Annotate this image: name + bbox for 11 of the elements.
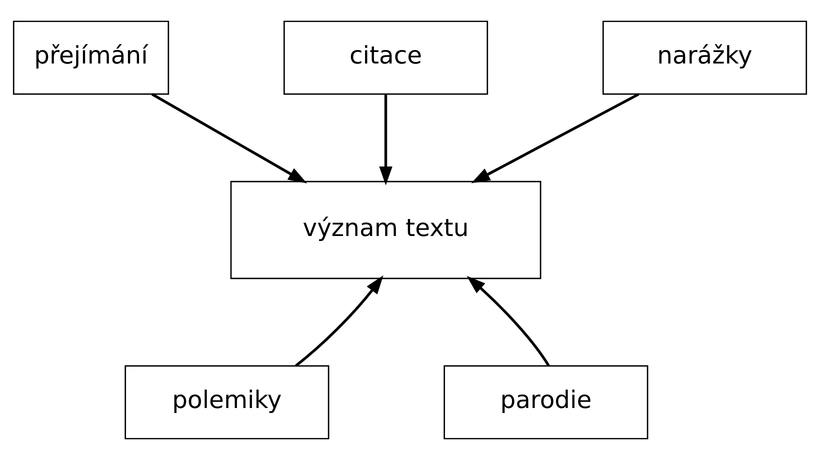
node-box: citace [283,20,488,94]
arrow [295,274,384,366]
node-box: polemiky [124,364,330,439]
node-box: narážky [602,20,808,94]
arrow [471,92,640,183]
arrow [151,92,308,183]
node-box: přejímání [12,20,170,94]
node-box: význam textu [230,180,542,279]
arrow [466,275,550,366]
node-box: parodie [444,364,648,439]
arrow [379,94,392,185]
